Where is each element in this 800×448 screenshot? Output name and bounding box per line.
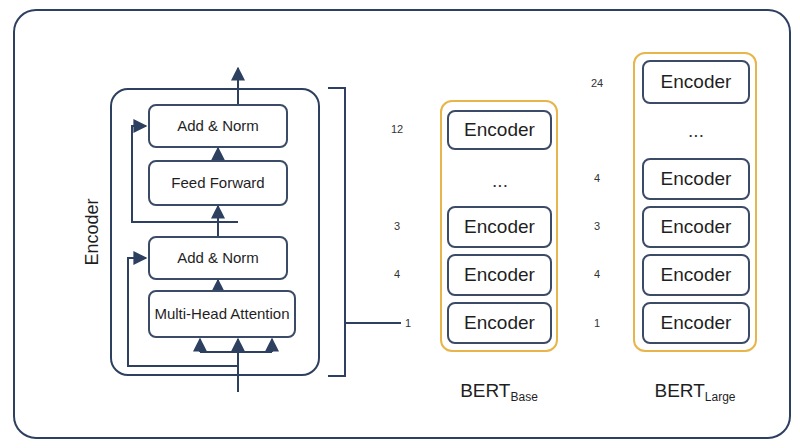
layer-box: Encoder [447,302,552,344]
box-label: Encoder [661,216,732,239]
layer-number: 4 [594,172,600,184]
layer-number: 3 [394,220,400,232]
model-size: Large [705,390,736,404]
box-text-wrap: Add & Norm [177,249,259,267]
box-label: Add & Norm [177,117,259,135]
input-line [237,352,239,392]
box-text-wrap: Add & Norm [177,117,259,135]
box-label: Encoder [464,216,535,239]
ellipsis: ... [688,120,704,142]
flow-arrow [217,148,219,160]
box-text-wrap: Feed Forward [171,174,264,192]
input-arrow [199,339,201,352]
layer-number: 1 [405,317,411,329]
stack-caption: BERTBase [460,380,538,404]
input-arrow [237,339,239,352]
layer-box: Encoder [642,158,750,200]
stack-caption: BERTLarge [654,380,735,404]
box-label: Encoder [661,312,732,335]
box-label: Feed Forward [171,174,264,192]
box-text-wrap: Encoder [661,71,732,94]
bracket [328,88,345,376]
box-label: Encoder [661,168,732,191]
layer-box: Encoder [447,110,552,150]
model-name: BERT [654,380,704,401]
layer-box: Add & Norm [148,236,288,280]
layer-box: Add & Norm [148,104,288,148]
input-arrow [271,339,273,352]
box-text-wrap: Encoder [661,264,732,287]
box-text-wrap: Encoder [464,119,535,142]
box-text-wrap: Encoder [661,168,732,191]
box-text-wrap: Encoder [464,264,535,287]
model-stack: BERTLargeEncoderEncoderEncoderEncoderEnc… [633,52,757,352]
layer-number: 3 [594,220,600,232]
box-text-wrap: Encoder [464,216,535,239]
layer-box: Feed Forward [148,160,288,206]
box-text-wrap: Encoder [464,312,535,335]
layer-box: Encoder [447,206,552,248]
box-label: Multi-Head Attention [154,305,289,323]
layer-box: Encoder [447,254,552,296]
layer-box: Encoder [642,254,750,296]
box-text-wrap: Multi-Head Attention [154,305,289,323]
flow-arrow [217,280,219,290]
encoder-block: EncoderAdd & NormFeed ForwardAdd & NormM… [110,88,320,376]
box-text-wrap: Encoder [661,216,732,239]
layer-number: 4 [594,268,600,280]
box-text-wrap: Encoder [661,312,732,335]
layer-box: Multi-Head Attention [148,290,296,338]
layer-box: Encoder [642,206,750,248]
box-label: Add & Norm [177,249,259,267]
model-size: Base [510,390,537,404]
box-label: Encoder [661,264,732,287]
box-label: Encoder [464,264,535,287]
bracket-tick [345,322,401,324]
ellipsis: ... [492,170,508,192]
layer-number: 24 [591,77,603,89]
block-heading: Encoder [82,198,103,265]
outer-frame [14,10,790,438]
layer-box: Encoder [642,302,750,344]
flow-arrow [217,206,219,236]
model-stack: BERTBaseEncoderEncoderEncoderEncoder [440,100,558,352]
layer-number: 4 [394,268,400,280]
box-label: Encoder [464,312,535,335]
box-label: Encoder [464,119,535,142]
box-label: Encoder [661,71,732,94]
model-name: BERT [460,380,510,401]
output-arrow [237,68,239,104]
layer-number: 1 [594,317,600,329]
layer-box: Encoder [642,60,750,104]
input-split [200,351,272,353]
layer-number: 12 [391,123,403,135]
